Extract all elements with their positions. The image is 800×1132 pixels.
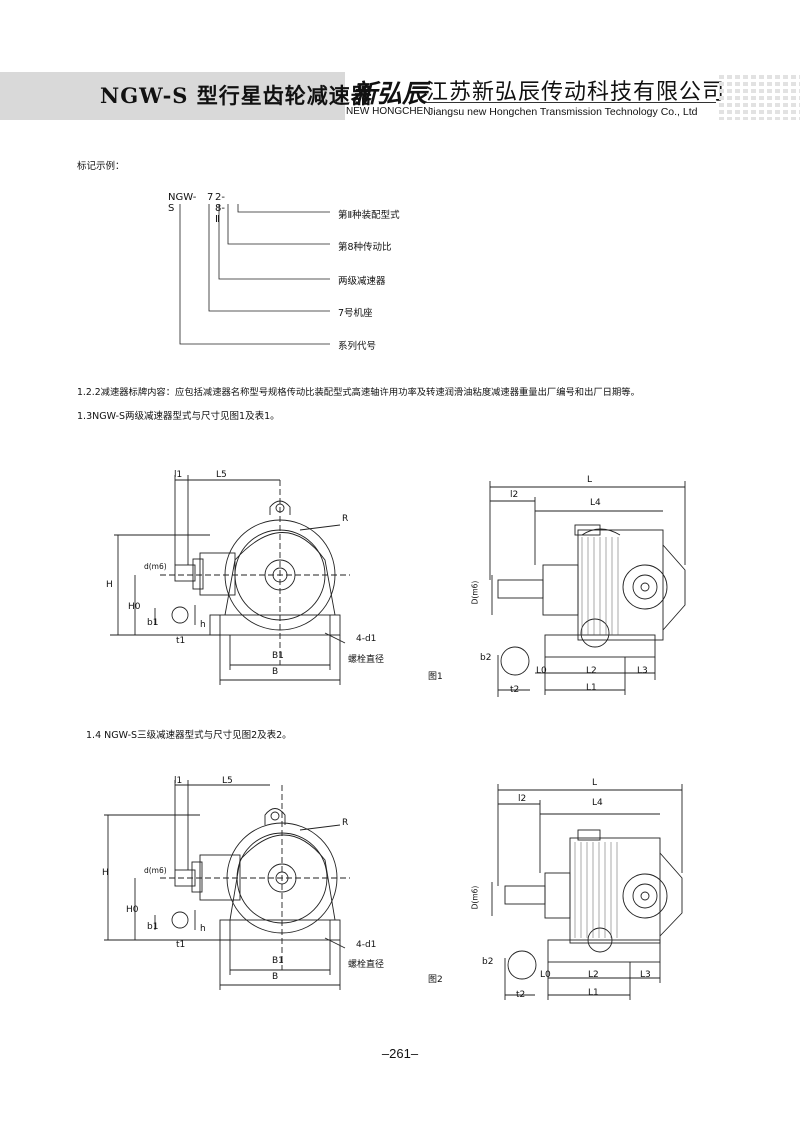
fig1-label-B: B: [272, 667, 279, 677]
fig1-label-b1: b1: [147, 618, 159, 628]
fig2-label-L: L: [592, 778, 598, 788]
fig2-side-view: [104, 780, 350, 990]
fig2-label-bolt: 4-d1: [356, 940, 377, 950]
fig1-label-L3: L3: [637, 666, 648, 676]
fig1-side-view: [110, 475, 350, 685]
fig2-label-h: h: [200, 924, 206, 934]
fig2-label-l2: l2: [518, 794, 527, 804]
fig2-caption: 图2: [428, 975, 443, 985]
fig1-label-L1: L1: [586, 683, 597, 693]
fig2-label-t2: t2: [516, 990, 526, 1000]
fig2-label-B: B: [272, 972, 279, 982]
decorative-dot-grid: [718, 74, 800, 120]
fig1-label-L5: L5: [216, 470, 227, 480]
fig1-label-L2: L2: [586, 666, 597, 676]
fig2-label-L0: L0: [540, 970, 551, 980]
header-bar: [0, 72, 345, 120]
fig1-front-view: [489, 481, 686, 697]
fig2-label-L1: L1: [588, 988, 599, 998]
fig1-label-H: H: [106, 580, 113, 590]
marking-item-series: 系列代号: [338, 341, 377, 352]
fig1-caption: 图1: [428, 672, 443, 682]
fig2-label-H: H: [102, 868, 109, 878]
fig2-label-R: R: [342, 818, 349, 828]
fig2-label-L5: L5: [222, 776, 233, 786]
fig2-label-b1: b1: [147, 922, 159, 932]
fig1-label-B1: B1: [272, 651, 284, 661]
fig1-label-l1: l1: [174, 470, 183, 480]
fig2-label-L4: L4: [592, 798, 603, 808]
fig1-label-l2: l2: [510, 490, 519, 500]
fig1-label-bolt: 4-d1: [356, 634, 377, 644]
fig1-label-L4: L4: [590, 498, 601, 508]
fig2-label-l1: l1: [174, 776, 183, 786]
page-title: NGW-S 型行星齿轮减速器: [100, 83, 373, 108]
fig1-label-b2: b2: [480, 653, 492, 663]
fig2-label-H0: H0: [126, 905, 139, 915]
header-divider: [426, 102, 716, 103]
fig1-label-t2: t2: [510, 685, 520, 695]
fig2-label-bolt-note: 螺栓直径: [348, 960, 385, 970]
section-1-2-2: 1.2.2减速器标牌内容：应包括减速器名称型号规格传动比装配型式高速轴许用功率及…: [77, 387, 640, 398]
fig1-label-D: D(m6): [470, 580, 480, 605]
fig1-label-R: R: [342, 514, 349, 524]
company-name-cn: 江苏新弘辰传动科技有限公司: [426, 80, 726, 105]
section-1-3: 1.3NGW-S两级减速器型式与尺寸见图1及表1。: [77, 411, 280, 422]
marking-item-stages: 两级减速器: [338, 276, 386, 287]
fig1-label-t1: t1: [176, 636, 186, 646]
fig2-label-d: d(m6): [144, 866, 167, 875]
brand-logo-cn: 新弘辰: [352, 79, 428, 108]
code-frame: 7: [207, 192, 214, 203]
marking-item-assembly: 第Ⅱ种装配型式: [338, 210, 400, 221]
fig2-label-t1: t1: [176, 940, 186, 950]
marking-item-frame: 7号机座: [338, 308, 373, 319]
fig1-label-d: d(m6): [144, 562, 167, 571]
page-number: –261–: [381, 1046, 419, 1061]
fig2-label-B1: B1: [272, 956, 284, 966]
code-rest: 2-8-Ⅱ: [215, 192, 225, 225]
marking-item-ratio: 第8种传动比: [338, 242, 392, 253]
fig2-label-D: D(m6): [470, 885, 480, 910]
fig1-label-h: h: [200, 620, 206, 630]
brand-logo-en: NEW HONGCHEN: [346, 106, 431, 117]
marking-leader-lines: [179, 204, 330, 345]
fig2-label-L2: L2: [588, 970, 599, 980]
code-prefix: NGW-S: [168, 192, 197, 214]
fig1-label-bolt-note: 螺栓直径: [348, 655, 385, 665]
fig1-label-L: L: [587, 475, 593, 485]
fig1-label-H0: H0: [128, 602, 141, 612]
fig2-front-view: [491, 784, 683, 1000]
fig2-label-L3: L3: [640, 970, 651, 980]
company-name-en: Jiangsu new Hongchen Transmission Techno…: [428, 106, 698, 118]
fig2-label-b2: b2: [482, 957, 494, 967]
fig1-label-L0: L0: [536, 666, 547, 676]
section-1-4: 1.4 NGW-S三级减速器型式与尺寸见图2及表2。: [86, 730, 292, 741]
marking-label: 标记示例：: [77, 161, 125, 172]
